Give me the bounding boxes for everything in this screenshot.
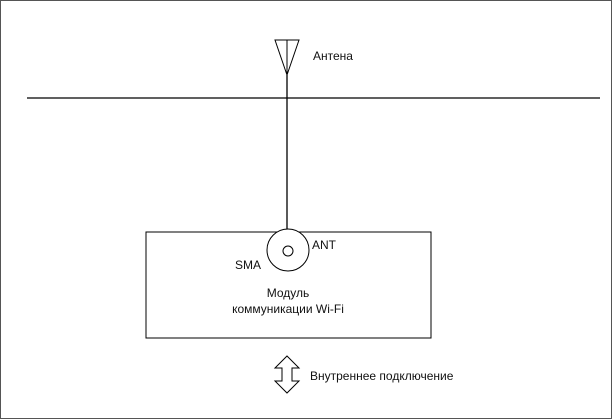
module-name-line1: Модуль [267, 286, 310, 300]
sma-connector-icon [266, 228, 310, 272]
bidirectional-arrow-icon [273, 355, 301, 394]
antenna-icon [274, 39, 300, 77]
sma-label: SMA [235, 258, 261, 272]
antenna-label: Антена [313, 49, 353, 63]
internal-connection-label: Внутреннее подключение [310, 369, 454, 383]
ant-label: ANT [312, 238, 337, 252]
module-name-line2: коммуникации Wi-Fi [232, 302, 344, 316]
